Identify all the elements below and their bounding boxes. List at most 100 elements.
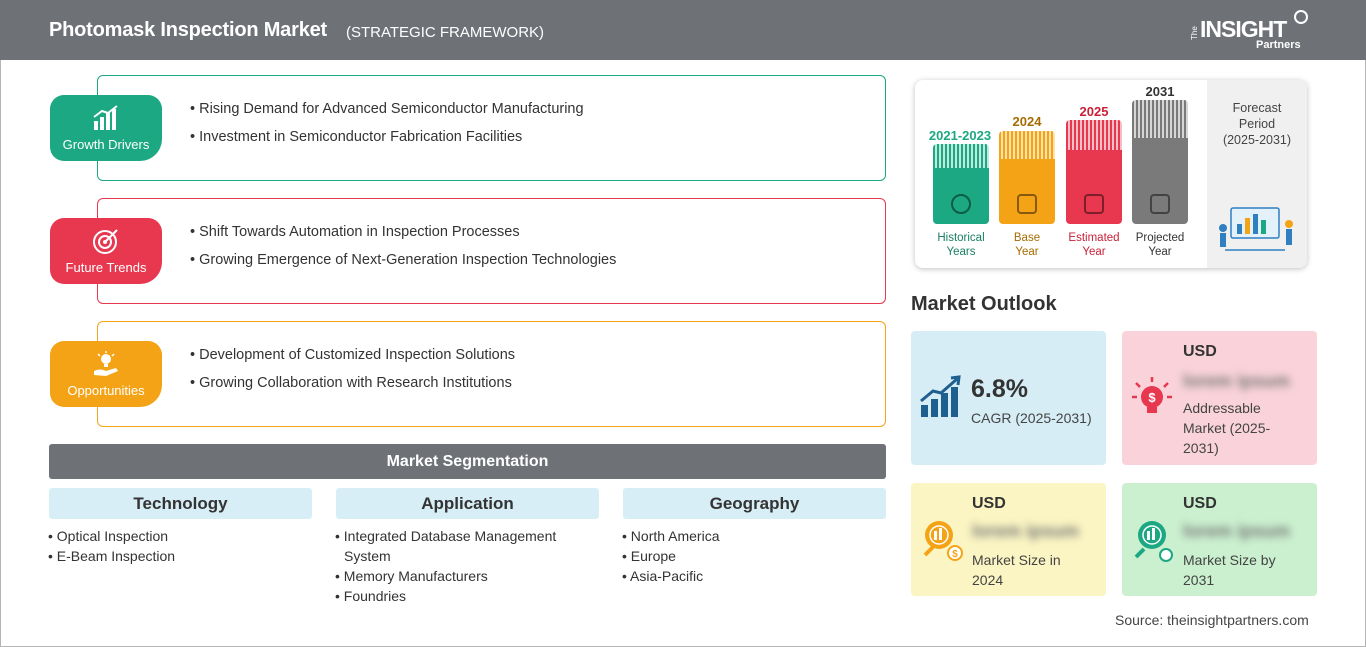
list-item: Shift Towards Automation in Inspection P… — [190, 218, 616, 246]
list-item: Foundries — [334, 586, 576, 606]
market-size-2024-label: Market Size in 2024 — [972, 552, 1061, 588]
growth-drivers-list: Rising Demand for Advanced Semiconductor… — [190, 95, 584, 151]
growth-chart-icon — [920, 375, 961, 417]
list-item: Development of Customized Inspection Sol… — [190, 341, 515, 369]
segment-heading: Technology — [49, 488, 312, 519]
calendar-icon — [1017, 194, 1037, 214]
timeline-bar-projected — [1132, 100, 1188, 224]
growth-drivers-card: Rising Demand for Advanced Semiconductor… — [97, 75, 886, 181]
bar-stripes — [933, 144, 989, 168]
timeline-bar-estimated — [1066, 120, 1122, 224]
bar-stripes — [1066, 120, 1122, 150]
year-label: 2024 — [1012, 114, 1042, 129]
market-size-2024-tile: USD lorem ipsum $ Market Size in 2024 — [911, 483, 1106, 596]
svg-text:$: $ — [1148, 390, 1156, 405]
caption-line: Years — [946, 246, 976, 258]
timeline-bar-historical — [933, 144, 989, 224]
segment-heading: Geography — [623, 488, 886, 519]
list-item: Asia-Pacific — [621, 566, 886, 586]
caption-line: Year — [1015, 246, 1039, 258]
bar-solid — [999, 159, 1055, 224]
timeline-bar-base — [999, 131, 1055, 224]
caption-line: Historical — [937, 232, 985, 244]
estimate-icon — [1084, 194, 1104, 214]
bar-solid — [1132, 138, 1188, 224]
list-item: Growing Emergence of Next-Generation Ins… — [190, 246, 616, 274]
bar-stripes — [1132, 100, 1188, 138]
list-item: Investment in Semiconductor Fabrication … — [190, 123, 584, 151]
timeline-panel: 2021-2023 Historical Years 2024 Base Yea… — [915, 80, 1307, 268]
market-size-2031-tile: USD lorem ipsum Market Size by 2031 — [1122, 483, 1317, 596]
bar-caption: Historical Years — [925, 231, 997, 259]
market-outlook-title: Market Outlook — [911, 293, 1057, 315]
caption-line: Year — [1148, 246, 1172, 258]
svg-text:$: $ — [952, 549, 958, 560]
segmentation-geography: Geography North America Europe Asia-Paci… — [623, 488, 886, 586]
growth-drivers-badge: Growth Drivers — [50, 95, 162, 161]
bar-caption: Projected Year — [1124, 231, 1196, 259]
redacted-value: lorem ipsum — [972, 521, 1080, 541]
analytics-illustration-icon — [1219, 207, 1293, 251]
opportunities-list: Development of Customized Inspection Sol… — [190, 341, 515, 397]
opportunities-label: Opportunities — [67, 383, 145, 398]
forecast-line: Period — [1238, 117, 1276, 131]
year-label: 2021-2023 — [928, 128, 992, 143]
growth-drivers-label: Growth Drivers — [62, 137, 150, 152]
currency-label: USD — [1183, 495, 1217, 512]
history-icon — [951, 194, 971, 214]
caption-line: Projected — [1135, 232, 1185, 244]
cagr-value: 6.8% — [971, 375, 1028, 403]
year-label: 2031 — [1145, 84, 1175, 99]
addressable-label: Addressable Market (2025-2031) — [1183, 400, 1271, 456]
currency-label: USD — [972, 495, 1006, 512]
list-item: Europe — [621, 546, 886, 566]
page-subtitle: (STRATEGIC FRAMEWORK) — [346, 24, 545, 41]
target-icon — [93, 229, 118, 254]
opportunities-card: Development of Customized Inspection Sol… — [97, 321, 886, 427]
logo-insight: INSIGHT — [1200, 16, 1287, 42]
caption-line: Base — [1013, 232, 1041, 244]
list-item: Optical Inspection — [47, 526, 312, 546]
list-item: Growing Collaboration with Research Inst… — [190, 369, 515, 397]
coins-icon: $ — [923, 521, 963, 561]
logo-ring-icon — [1294, 10, 1308, 24]
list-item: North America — [621, 526, 886, 546]
caption-line: Year — [1082, 246, 1106, 258]
source-credit: Source: theinsightpartners.com — [1115, 612, 1309, 628]
list-item: Integrated Database Management System — [334, 526, 576, 566]
market-size-2031-label: Market Size by 2031 — [1183, 552, 1276, 588]
list-item: Memory Manufacturers — [334, 566, 576, 586]
projection-icon — [1150, 194, 1170, 214]
bar-stripes — [999, 131, 1055, 159]
lightbulb-icon: $ — [1132, 377, 1172, 413]
year-label: 2025 — [1079, 104, 1109, 119]
logo-the: The — [1190, 26, 1199, 40]
segmentation-technology: Technology Optical Inspection E-Beam Ins… — [49, 488, 312, 566]
future-trends-label: Future Trends — [65, 260, 147, 275]
hand-lightbulb-icon — [94, 351, 118, 376]
list-item: E-Beam Inspection — [47, 546, 312, 566]
market-size-icon — [1134, 521, 1173, 562]
redacted-value: lorem ipsum — [1183, 371, 1291, 391]
redacted-value: lorem ipsum — [1183, 521, 1291, 541]
bar-caption: Estimated Year — [1058, 231, 1130, 259]
segmentation-title: Market Segmentation — [49, 444, 886, 479]
forecast-period-text: Forecast Period (2025-2031) — [1207, 100, 1307, 148]
caption-line: Estimated — [1068, 232, 1120, 244]
currency-label: USD — [1183, 343, 1217, 360]
page-title: Photomask Inspection Market — [49, 19, 327, 41]
cagr-tile: 6.8% CAGR (2025-2031) — [911, 331, 1106, 465]
logo-partners: Partners — [1256, 39, 1301, 51]
future-trends-card: Shift Towards Automation in Inspection P… — [97, 198, 886, 304]
bar-caption: Base Year — [991, 231, 1063, 259]
forecast-line: (2025-2031) — [1222, 133, 1292, 147]
header-bar: Photomask Inspection Market (STRATEGIC F… — [0, 0, 1366, 60]
bar-solid — [1066, 150, 1122, 224]
future-trends-badge: Future Trends — [50, 218, 162, 284]
cagr-label: CAGR (2025-2031) — [971, 410, 1092, 426]
insight-partners-logo: The INSIGHT Partners — [1190, 10, 1310, 54]
addressable-market-tile: USD lorem ipsum $ Addressable Market (20… — [1122, 331, 1317, 465]
forecast-line: Forecast — [1232, 101, 1282, 115]
list-item: Rising Demand for Advanced Semiconductor… — [190, 95, 583, 123]
opportunities-badge: Opportunities — [50, 341, 162, 407]
